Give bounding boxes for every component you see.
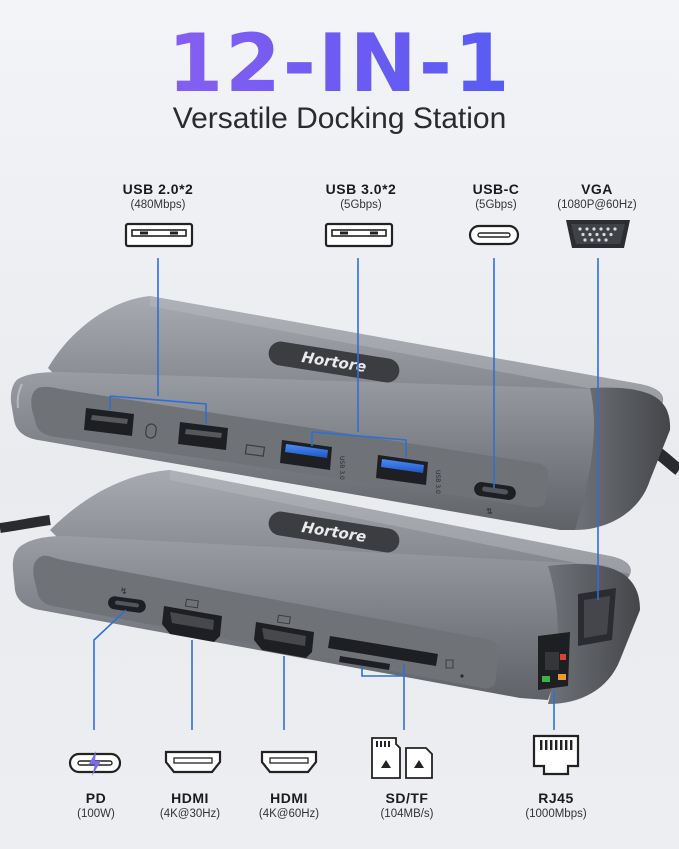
label-vga-spec: (1080P@60Hz) [557, 199, 637, 211]
usb3-port [376, 455, 428, 485]
ethernet-icon [532, 734, 580, 776]
vga-port [578, 588, 616, 646]
label-hdmi-60-spec: (4K@60Hz) [258, 808, 320, 820]
label-usbc-name: USB-C [472, 181, 520, 197]
svg-text:↯: ↯ [120, 587, 128, 597]
pd-usb-c-icon [68, 751, 122, 776]
label-usbc-spec: (5Gbps) [475, 199, 517, 211]
label-hdmi-30-spec: (4K@30Hz) [159, 808, 221, 820]
usb3-port [280, 440, 332, 470]
usb-a-icon [324, 222, 394, 248]
usbc-data-port [474, 482, 516, 500]
hdmi-icon [164, 750, 222, 774]
label-usb2: USB 2.0*2 (480Mbps) [88, 181, 228, 211]
usb-c-icon [468, 224, 520, 246]
label-rj45: RJ45 (1000Mbps) [486, 790, 626, 820]
headline-title: 12-IN-1 [0, 22, 679, 106]
headline-subtitle: Versatile Docking Station [172, 102, 507, 135]
svg-text:⇅: ⇅ [486, 507, 493, 516]
callout-lines [109, 258, 599, 600]
hdmi-port [254, 622, 314, 658]
usb-a-icon [124, 222, 194, 248]
label-sdtf: SD/TF (104MB/s) [337, 790, 477, 820]
label-pd-spec: (100W) [77, 808, 115, 820]
label-usb2-spec: (480Mbps) [130, 199, 186, 211]
label-sdtf-name: SD/TF [385, 790, 429, 806]
hdmi-port [162, 606, 222, 642]
label-pd-name: PD [85, 790, 107, 806]
tf-card-slot [339, 656, 390, 670]
sd-card-icon [405, 747, 433, 779]
usb2-port [84, 408, 134, 436]
label-rj45-name: RJ45 [538, 790, 574, 806]
label-hdmi-30: HDMI (4K@30Hz) [120, 790, 260, 820]
lightning-bolt-icon [89, 751, 101, 776]
sd-card-slot [328, 636, 438, 666]
label-pd: PD (100W) [26, 790, 166, 820]
label-usb2-name: USB 2.0*2 [122, 181, 194, 197]
sd-card-icon [445, 659, 454, 669]
label-vga-name: VGA [581, 181, 613, 197]
mouse-icon [145, 423, 157, 439]
tf-card-icon [371, 737, 401, 779]
label-hdmi-30-name: HDMI [171, 790, 209, 806]
pd-port [108, 596, 146, 613]
label-vga: VGA (1080P@60Hz) [527, 181, 667, 211]
callout-lines [93, 609, 555, 730]
label-usb3-spec: (5Gbps) [340, 199, 382, 211]
label-usbc: USB-C (5Gbps) [426, 181, 566, 211]
svg-text:USB 3.0: USB 3.0 [434, 470, 441, 494]
indicator-light [460, 674, 464, 678]
label-hdmi-60-name: HDMI [270, 790, 308, 806]
label-hdmi-60: HDMI (4K@60Hz) [219, 790, 359, 820]
usb2-port [178, 422, 228, 450]
hdmi-icon [260, 750, 318, 774]
keyboard-icon [244, 444, 266, 457]
dock-lower-body: Hortore ↯ [12, 470, 640, 704]
vga-icon [566, 220, 630, 248]
rj45-port [538, 632, 570, 690]
label-usb3-name: USB 3.0*2 [325, 181, 397, 197]
svg-text:USB 3.0: USB 3.0 [338, 456, 345, 480]
label-rj45-spec: (1000Mbps) [525, 808, 587, 820]
label-sdtf-spec: (104MB/s) [380, 808, 434, 820]
label-usb3: USB 3.0*2 (5Gbps) [291, 181, 431, 211]
